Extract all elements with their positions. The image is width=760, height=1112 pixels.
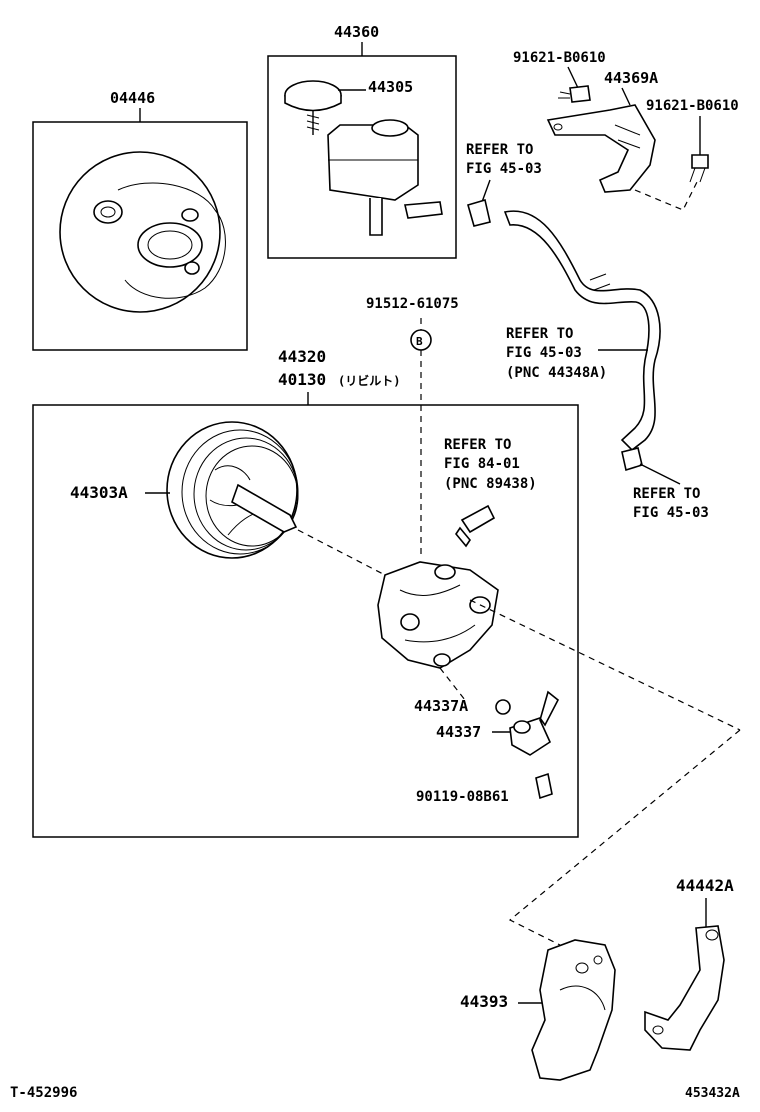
seal-kit-pump-body bbox=[59, 151, 221, 313]
seal-kit-group bbox=[32, 108, 248, 351]
refer4-line2: FIG 45-03 bbox=[633, 505, 709, 521]
bolt-90119 bbox=[535, 772, 553, 800]
seal-ring-1 bbox=[93, 200, 123, 224]
label-04446: 04446 bbox=[110, 89, 155, 107]
refer1-line2: FIG 45-03 bbox=[466, 161, 542, 177]
label-44337A: 44337A bbox=[414, 697, 468, 715]
label-40130-note: (リビルト) bbox=[338, 373, 400, 388]
label-44369A: 44369A bbox=[604, 69, 658, 87]
footer-right-code: 453432A bbox=[685, 1086, 740, 1101]
hose-clip-2 bbox=[621, 447, 643, 472]
refer1-line1: REFER TO bbox=[466, 142, 533, 158]
label-91512: 91512-61075 bbox=[366, 296, 459, 312]
label-91621-b: 91621-B0610 bbox=[646, 98, 739, 114]
refer2-line2: FIG 45-03 bbox=[506, 345, 582, 361]
pulley-shaft bbox=[231, 483, 298, 533]
footer-left-code: T-452996 bbox=[10, 1085, 77, 1101]
o-ring-44337A bbox=[495, 699, 511, 715]
pressure-switch bbox=[455, 504, 496, 548]
refer2-line1: REFER TO bbox=[506, 326, 573, 342]
seal-kit-gasket bbox=[117, 182, 226, 299]
bracket-44369A bbox=[546, 104, 656, 193]
label-44393: 44393 bbox=[460, 992, 508, 1011]
label-44303A: 44303A bbox=[70, 483, 128, 502]
label-44442A: 44442A bbox=[676, 876, 734, 895]
reservoir-tank bbox=[327, 124, 419, 201]
refer3-line2: FIG 84-01 bbox=[444, 456, 520, 472]
refer4-line1: REFER TO bbox=[633, 486, 700, 502]
label-40130: 40130 bbox=[278, 370, 326, 389]
reservoir-group bbox=[267, 42, 457, 259]
label-90119: 90119-08B61 bbox=[416, 789, 509, 805]
hose-clip-1 bbox=[467, 198, 491, 227]
label-44337: 44337 bbox=[436, 723, 481, 741]
refer3-line3: (PNC 89438) bbox=[444, 476, 537, 492]
bracket-44393 bbox=[531, 939, 616, 1081]
refer2-line3: (PNC 44348A) bbox=[506, 365, 607, 381]
bolt-91621-b bbox=[689, 154, 709, 183]
o-ring-small bbox=[181, 208, 199, 222]
pump-pulley bbox=[166, 421, 299, 559]
label-44360: 44360 bbox=[334, 23, 379, 41]
bracket-44442A bbox=[644, 925, 725, 1051]
refer3-line1: REFER TO bbox=[444, 437, 511, 453]
pump-body bbox=[377, 561, 499, 669]
pump-assembly-box bbox=[32, 404, 579, 838]
o-ring-small-2 bbox=[184, 261, 200, 275]
label-91621-a: 91621-B0610 bbox=[513, 50, 606, 66]
label-44320: 44320 bbox=[278, 347, 326, 366]
bolt-91621-a bbox=[558, 85, 591, 103]
ref-circle-b-label: B bbox=[416, 335, 423, 348]
seal-ring-2 bbox=[137, 222, 203, 268]
label-44305: 44305 bbox=[368, 78, 413, 96]
union-44337 bbox=[509, 690, 560, 756]
